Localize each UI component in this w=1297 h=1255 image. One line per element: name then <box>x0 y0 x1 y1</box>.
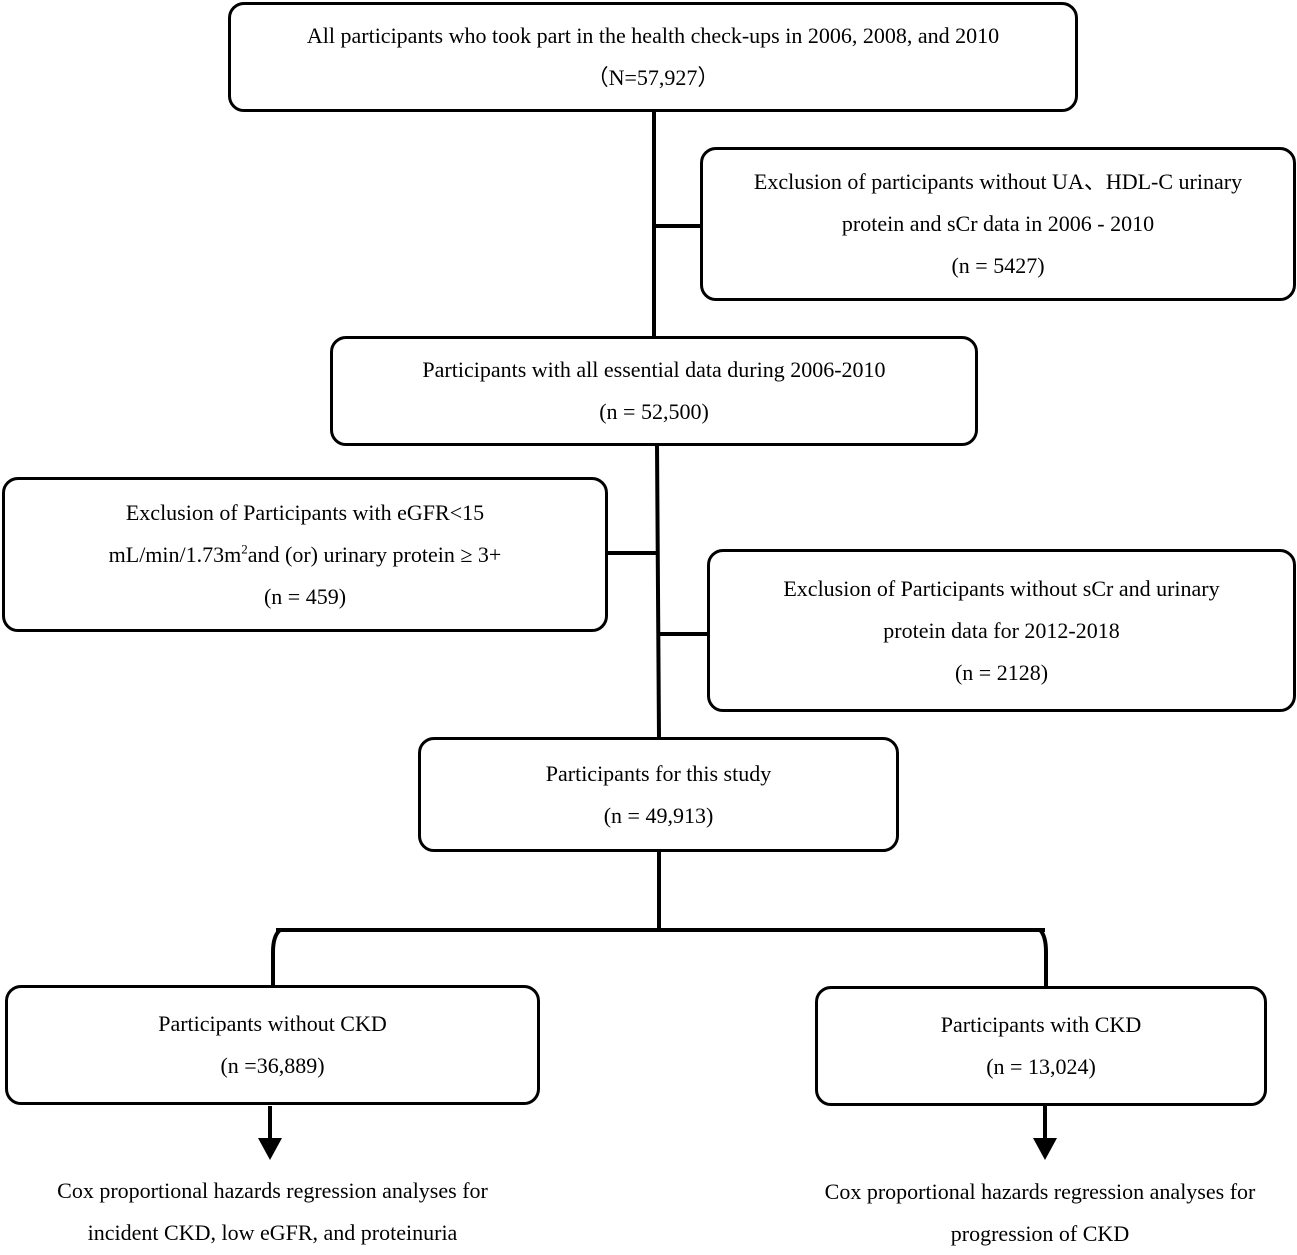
study-participants-count: (n = 49,913) <box>603 802 714 828</box>
essential-data-text: Participants with all essential data dur… <box>422 357 886 382</box>
without-ckd-count: (n =36,889) <box>220 1053 325 1078</box>
analysis-without-ckd-text-1: Cox proportional hazards regression anal… <box>57 1178 488 1203</box>
exclusion-followup-count: (n = 2128) <box>954 659 1049 685</box>
analysis-without-ckd: Cox proportional hazards regression anal… <box>0 1170 545 1254</box>
egfr-unit-superscript: 2 <box>241 541 248 557</box>
exclusion-egfr-box: Exclusion of Participants with eGFR<15 m… <box>2 477 608 632</box>
split-right-drop <box>1038 928 1048 988</box>
analysis-with-ckd: Cox proportional hazards regression anal… <box>770 1171 1297 1255</box>
split-left-drop <box>271 928 282 988</box>
essential-data-box: Participants with all essential data dur… <box>330 336 978 446</box>
essential-data-count: (n = 52,500) <box>599 399 709 424</box>
exclusion-missing-data-box: Exclusion of participants without UA、HDL… <box>700 147 1296 301</box>
without-ckd-box: Participants without CKD (n =36,889) <box>5 985 540 1105</box>
analysis-with-ckd-text-1: Cox proportional hazards regression anal… <box>824 1179 1256 1204</box>
exclusion-missing-data-text-2: protein and sCr data in 2006 - 2010 <box>841 211 1155 236</box>
trunk-line-2 <box>655 444 661 739</box>
egfr-criteria: and (or) urinary protein ≥ 3+ <box>247 541 502 567</box>
with-ckd-text: Participants with CKD <box>940 1012 1142 1037</box>
study-participants-text: Participants for this study <box>545 760 772 786</box>
exclusion-missing-data-text-1: Exclusion of participants without UA、HDL… <box>753 169 1243 194</box>
exclusion-followup-text-1: Exclusion of Participants without sCr an… <box>783 575 1220 601</box>
arrow-right-head <box>1033 1138 1057 1160</box>
without-ckd-text: Participants without CKD <box>158 1011 387 1036</box>
with-ckd-box: Participants with CKD (n = 13,024) <box>815 986 1267 1106</box>
all-participants-count: （N=57,927） <box>586 65 720 90</box>
exclusion-followup-box: Exclusion of Participants without sCr an… <box>707 549 1296 712</box>
study-participants-box: Participants for this study (n = 49,913) <box>418 737 899 852</box>
egfr-unit: mL/min/1.73m <box>108 541 242 567</box>
exclusion-egfr-text-1: Exclusion of Participants with eGFR<15 <box>125 499 485 525</box>
all-participants-text: All participants who took part in the he… <box>306 23 1000 48</box>
analysis-without-ckd-text-2: incident CKD, low eGFR, and proteinuria <box>87 1220 458 1245</box>
arrow-left-head <box>258 1138 282 1160</box>
with-ckd-count: (n = 13,024) <box>986 1054 1096 1079</box>
exclusion-egfr-count: (n = 459) <box>263 583 347 609</box>
all-participants-box: All participants who took part in the he… <box>228 2 1078 112</box>
exclusion-missing-data-count: (n = 5427) <box>951 253 1045 278</box>
exclusion-egfr-text-2: mL/min/1.73m2and (or) urinary protein ≥ … <box>109 534 502 576</box>
exclusion-followup-text-2: protein data for 2012-2018 <box>883 617 1120 643</box>
analysis-with-ckd-text-2: progression of CKD <box>950 1221 1130 1246</box>
